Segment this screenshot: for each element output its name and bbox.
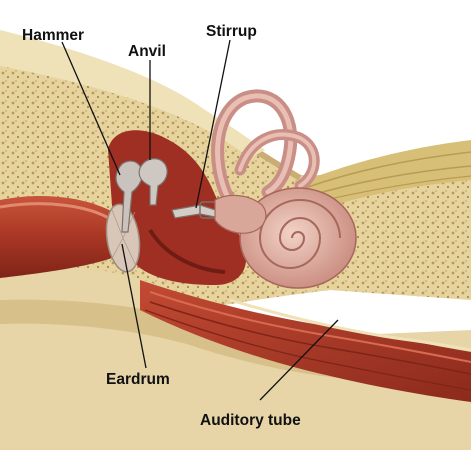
auditory-tube-structure	[140, 280, 471, 402]
ear-canal	[0, 195, 130, 278]
anvil-bone	[138, 158, 168, 206]
ear-canal-highlight	[0, 202, 113, 222]
label-hammer: Hammer	[22, 27, 84, 44]
label-eardrum: Eardrum	[106, 371, 170, 388]
eardrum-leader	[121, 243, 147, 369]
cochlea	[239, 187, 357, 289]
label-stirrup: Stirrup	[206, 23, 257, 40]
label-anvil: Anvil	[128, 43, 166, 60]
auditory-tube-leader	[259, 319, 339, 401]
hammer-bone	[115, 160, 144, 233]
leader-lines	[61, 39, 339, 401]
hammer-leader	[61, 41, 121, 176]
semicircular-canals	[211, 89, 320, 205]
label-auditory-tube: Auditory tube	[200, 412, 301, 429]
stirrup-leader	[195, 39, 231, 209]
cavity-shadow	[148, 228, 226, 274]
vestibule	[214, 194, 267, 234]
eardrum-fibers	[109, 209, 137, 267]
